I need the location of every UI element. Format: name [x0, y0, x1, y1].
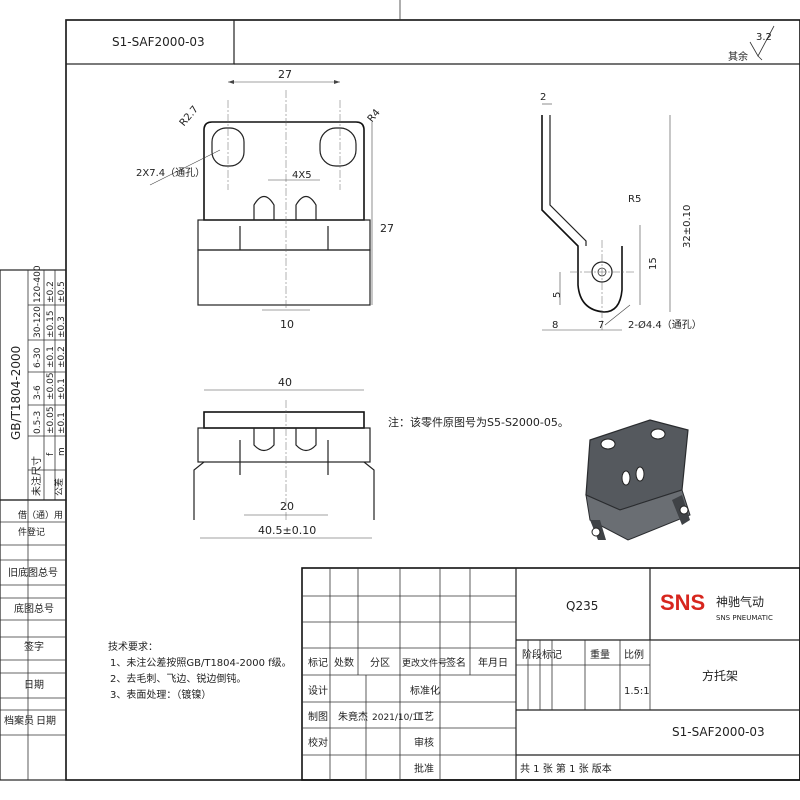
- dim-front-slot: 4X5: [292, 170, 312, 181]
- dim-side-height15: 15: [648, 257, 659, 270]
- role-process: 工艺: [414, 711, 434, 723]
- tolerance-table: [0, 269, 67, 501]
- front-view-dimensions: [149, 80, 373, 311]
- title-header-count: 处数: [334, 656, 354, 669]
- dim-side-thickness: 2: [540, 92, 546, 103]
- scale-header: 比例: [624, 648, 644, 661]
- front-view: [197, 90, 371, 310]
- top-view-dimensions: [200, 389, 372, 539]
- tolerance-range: 120-400: [33, 265, 43, 303]
- sheet-count: 共 1 张 第 1 张 版本: [520, 762, 612, 775]
- material: Q235: [566, 599, 598, 613]
- dim-side-radius: R5: [628, 194, 641, 205]
- tolerance-range: 30-120: [33, 306, 43, 338]
- tolerance-f-value: ±0.2: [46, 281, 56, 303]
- title-block: [301, 567, 800, 781]
- dim-side-total-height: 32±0.10: [682, 205, 693, 248]
- record-signature: 签字: [24, 640, 44, 653]
- drawing-number-top: S1-SAF2000-03: [112, 35, 205, 49]
- top-view: [193, 400, 375, 520]
- role-standardization: 标准化: [410, 684, 440, 697]
- company-name-cn: 神驰气动: [716, 594, 764, 609]
- dim-top-width40-5: 40.5±0.10: [258, 524, 316, 537]
- record-date2: 日期: [36, 715, 56, 727]
- part-3d-render: [585, 419, 691, 541]
- role-draft: 制图: [308, 710, 328, 723]
- dim-side-width8: 8: [552, 320, 558, 331]
- record-part-reg: 件登记: [18, 526, 45, 538]
- title-header-date: 年月日: [478, 656, 508, 669]
- record-archive: 档案员: [4, 714, 34, 727]
- tolerance-range: 0.5-3: [33, 411, 43, 434]
- dim-top-width20: 20: [280, 500, 294, 513]
- part-name: 方托架: [702, 668, 738, 683]
- roughness-value: 3.2: [756, 32, 772, 43]
- record-base-drawing: 底图总号: [14, 602, 54, 615]
- roughness-label: 其余: [728, 50, 748, 63]
- tech-req-item: 1、未注公差按照GB/T1804-2000 f级。: [110, 656, 292, 669]
- surface-roughness-symbol: [749, 25, 775, 61]
- dim-side-height5: 5: [552, 292, 563, 298]
- side-view: [541, 115, 636, 330]
- record-date: 日期: [24, 679, 44, 691]
- dim-front-height: 27: [380, 222, 394, 235]
- title-header-signature: 签名: [446, 656, 466, 669]
- tolerance-m-label: m: [57, 447, 67, 456]
- tolerance-m-value: ±0.1: [57, 412, 67, 434]
- title-header-zone: 分区: [370, 657, 390, 669]
- dim-front-r-left: R2.7: [178, 104, 201, 129]
- drawing-number: S1-SAF2000-03: [672, 725, 765, 739]
- tolerance-m-value: ±0.1: [57, 378, 67, 400]
- weight-header: 重量: [590, 648, 610, 661]
- dim-top-width40: 40: [278, 376, 292, 389]
- draft-date: 2021/10/11: [372, 713, 424, 723]
- dim-front-r-right: R4: [366, 107, 383, 124]
- tech-req-title: 技术要求：: [108, 640, 158, 653]
- tolerance-f-value: ±0.15: [46, 310, 56, 338]
- title-header-mark: 标记: [308, 657, 328, 669]
- tech-req-item: 2、去毛刺、飞边、锐边倒钝。: [110, 672, 246, 685]
- tolerance-m-value: ±0.2: [57, 346, 67, 368]
- drawing-note: 注：该零件原图号为S5-S2000-05。: [388, 415, 569, 429]
- dim-side-hole: 2-Ø4.4（通孔）: [628, 319, 702, 331]
- tolerance-f-value: ±0.05: [46, 372, 56, 400]
- title-header-change-doc: 更改文件号: [402, 657, 447, 669]
- tolerance-f-value: ±0.1: [46, 346, 56, 368]
- record-old-drawing: 旧底图总号: [8, 566, 58, 579]
- tech-req-item: 3、表面处理：（镀镍）: [110, 688, 211, 701]
- drafter-name: 朱竟杰: [338, 711, 368, 723]
- role-approve: 批准: [414, 762, 434, 775]
- dim-front-bottom: 10: [280, 318, 294, 331]
- dim-side-width7: 7: [598, 320, 604, 331]
- tolerance-m-value: ±0.5: [57, 281, 67, 303]
- scale-value: 1.5:1: [624, 686, 650, 697]
- tolerance-standard: GB/T1804-2000: [9, 346, 23, 440]
- tolerance-header: 未注尺寸: [30, 456, 43, 496]
- role-review: 审核: [414, 736, 434, 749]
- left-record-column: [0, 499, 67, 781]
- tolerance-f-value: ±0.05: [46, 406, 56, 434]
- company-name-en: SNS PNEUMATIC: [716, 614, 773, 622]
- tolerance-grade-label: 公差: [53, 478, 65, 496]
- tolerance-m-value: ±0.3: [57, 316, 67, 338]
- stage-header: 阶段标记: [522, 648, 562, 661]
- tolerance-f-label: f: [46, 452, 56, 456]
- role-check: 校对: [308, 736, 328, 749]
- dim-front-hole-note: 2X7.4（通孔）: [136, 167, 205, 179]
- tolerance-range: 6-30: [33, 347, 43, 368]
- company-logo: SNS: [660, 590, 705, 615]
- side-view-dimensions: [542, 103, 671, 331]
- tolerance-range: 3-6: [33, 385, 43, 400]
- role-design: 设计: [308, 684, 328, 697]
- record-used-on: 借（通）用: [18, 509, 63, 521]
- dim-front-width: 27: [278, 68, 292, 81]
